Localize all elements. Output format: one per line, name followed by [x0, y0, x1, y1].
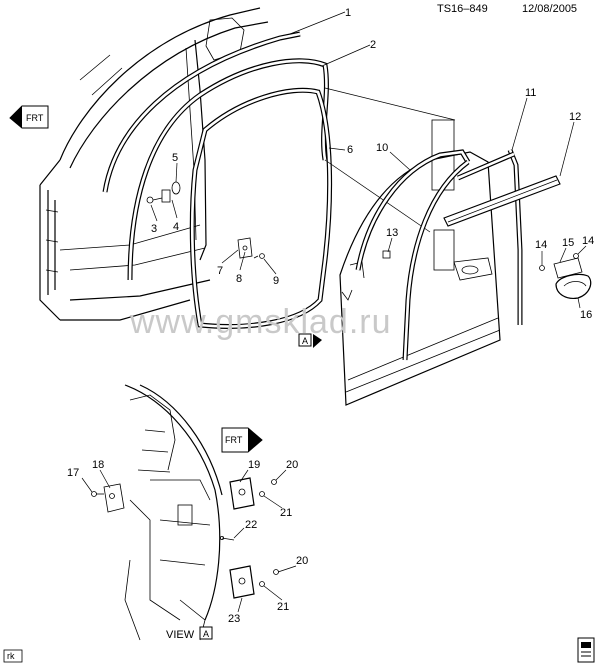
- part-12-belt-weatherstrip: [443, 175, 561, 227]
- view-a-door-pillar: [124, 384, 223, 641]
- callout-1: 1: [345, 7, 351, 19]
- callout-9: 9: [273, 275, 279, 287]
- leaders-view-a: [81, 469, 297, 613]
- part-6-door-weatherstrip: [189, 87, 333, 329]
- corner-code: rk: [7, 651, 15, 661]
- callout-8: 8: [236, 273, 242, 285]
- view-caption-letter: A: [203, 629, 209, 639]
- corner-code-box: [3, 649, 23, 663]
- part-16-outside-handle: [555, 273, 592, 299]
- callout-21b: 21: [277, 601, 289, 613]
- part-19-hinge-plate: [229, 477, 277, 510]
- part-2-body-weatherstrip: [127, 58, 329, 281]
- corner-stamp-icon: [577, 637, 595, 663]
- callout-6: 6: [347, 144, 353, 156]
- callout-11: 11: [525, 87, 536, 99]
- callout-22: 22: [245, 519, 257, 531]
- view-a-front-direction-label: FRT: [225, 435, 243, 445]
- callout-4: 4: [173, 221, 179, 233]
- drawing-code: TS16–849: [437, 3, 488, 15]
- callout-20a: 20: [286, 459, 298, 471]
- view-caption-box: [199, 626, 213, 640]
- view-a-reference-marker: A: [298, 333, 322, 348]
- view-a-front-direction-arrow: FRT: [221, 427, 263, 453]
- callout-20b: 20: [296, 555, 308, 567]
- leaders-top-right: [387, 97, 587, 309]
- drawing-date: 12/08/2005: [522, 3, 577, 15]
- callout-23: 23: [228, 613, 240, 625]
- view-a-marker-letter: A: [302, 336, 308, 346]
- callout-17: 17: [67, 467, 79, 479]
- view-caption: VIEW: [166, 629, 195, 641]
- callout-13: 13: [386, 227, 398, 239]
- callout-15: 15: [562, 237, 574, 249]
- door-panel: [339, 119, 501, 406]
- parts-7-8-9-hardware: [237, 237, 265, 259]
- leaders-top-left: [150, 11, 456, 275]
- callout-14a: 14: [535, 239, 547, 251]
- parts-3-4-5-hardware: [146, 181, 181, 204]
- part-10-glass-run: [355, 149, 471, 361]
- front-direction-arrow: FRT: [9, 105, 49, 129]
- callout-10: 10: [376, 142, 388, 154]
- callout-3: 3: [151, 223, 157, 235]
- callout-21a: 21: [280, 507, 292, 519]
- part-11-channel: [457, 149, 523, 325]
- part-13-clip: [382, 250, 391, 259]
- callout-14b: 14: [582, 235, 594, 247]
- front-direction-label: FRT: [26, 113, 44, 123]
- callout-12: 12: [569, 111, 581, 123]
- callout-7: 7: [217, 265, 223, 277]
- part-22-pin: [219, 536, 235, 541]
- part-18-hinge: [91, 483, 125, 513]
- watermark: www.gmsklad.ru: [129, 303, 392, 341]
- part-23-hinge-plate: [229, 565, 279, 599]
- callout-19: 19: [248, 459, 260, 471]
- callout-labels: 1 2 3 4 5 6 7 8 9 10 11 12 13 14 14 15 1…: [67, 7, 594, 625]
- callout-16: 16: [580, 309, 592, 321]
- callout-18: 18: [92, 459, 104, 471]
- inner-handle-and-clips: [453, 253, 583, 281]
- callout-2: 2: [370, 39, 376, 51]
- part-1-upper-weatherstrip: [102, 31, 301, 193]
- callout-5: 5: [172, 152, 178, 164]
